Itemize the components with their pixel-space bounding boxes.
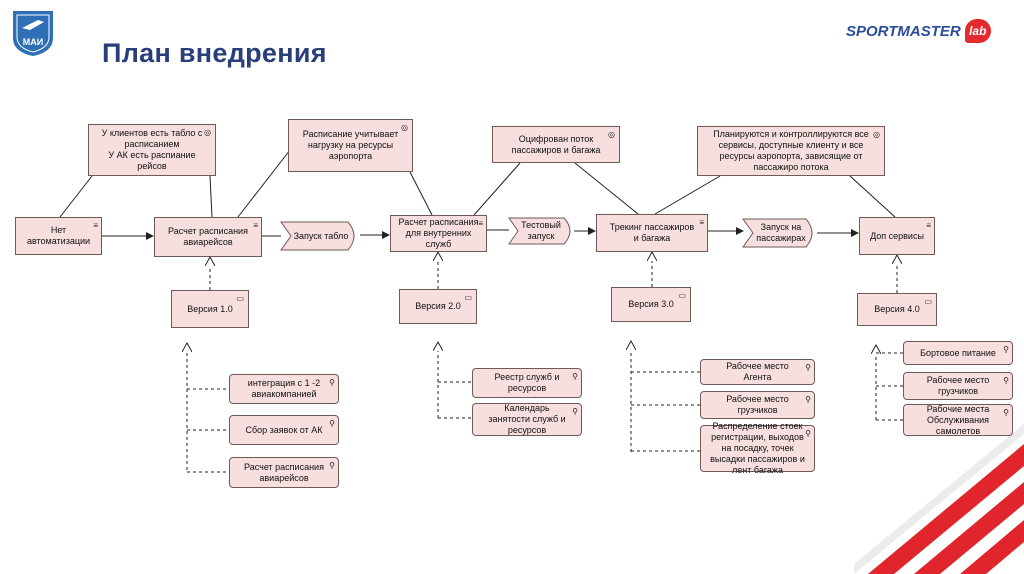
feature-v2-registry: Реестр служб и ресурсов ⚲ (472, 368, 582, 398)
event-shape-2 (508, 217, 571, 245)
deliverable-icon: ▭ (924, 297, 932, 306)
deliverable-icon: ▭ (464, 293, 472, 302)
step-internal-schedule: Расчет расписания для внутренних служб ≡ (390, 215, 487, 252)
step-label: Нет автоматизации (26, 225, 91, 246)
version-3: Версия 3.0 ▭ (611, 287, 691, 322)
feature-label: Расчет расписания авиарейсов (244, 461, 324, 483)
event-shape-3 (742, 218, 813, 248)
version-label: Версия 1.0 (187, 303, 233, 314)
event-label: Тестовый запуск (521, 220, 561, 241)
step-label: Доп сервисы (870, 230, 924, 241)
goal-label: Оцифрован поток пассажиров и багажа (511, 133, 601, 155)
feature-v3-loaders: Рабочее место грузчиков ⚲ (700, 391, 815, 419)
feature-v1-schedule: Расчет расписания авиарейсов ⚲ (229, 457, 339, 488)
feature-label: Рабочее место грузчиков (726, 394, 789, 415)
feature-v1-requests: Сбор заявок от АК ⚲ (229, 415, 339, 445)
service-icon: ⚲ (805, 429, 811, 438)
goal-label: Планируются и контроллируются все сервис… (713, 129, 869, 172)
feature-label: Бортовое питание (920, 347, 996, 358)
goal-customer-board: У клиентов есть табло с расписанием У АК… (88, 124, 216, 176)
decorative-stripes (854, 424, 1024, 574)
service-icon: ⚲ (329, 461, 335, 470)
process-icon: ≡ (926, 221, 931, 230)
service-icon: ⚲ (329, 419, 335, 428)
step-no-automation: Нет автоматизации ≡ (15, 217, 102, 255)
version-label: Версия 3.0 (628, 299, 674, 309)
feature-v1-integration: интеграция с 1 -2 авиакомпанией ⚲ (229, 374, 339, 404)
service-icon: ⚲ (572, 407, 578, 416)
feature-v3-agent: Рабочее место Агента ⚲ (700, 359, 815, 385)
service-icon: ⚲ (805, 395, 811, 404)
feature-label: Распределение стоек регистрации, выходов… (710, 421, 805, 475)
feature-label: Рабочие места Обслуживания самолетов (926, 403, 990, 436)
service-icon: ⚲ (572, 372, 578, 381)
goal-icon: ◎ (401, 123, 408, 132)
event-shape-1 (280, 221, 355, 251)
service-icon: ⚲ (1003, 345, 1009, 354)
version-2: Версия 2.0 ▭ (399, 289, 477, 324)
brand-lab-badge: lab (964, 19, 991, 43)
page-title: План внедрения (102, 38, 327, 68)
goal-icon: ◎ (608, 130, 615, 139)
deliverable-icon: ▭ (236, 294, 244, 303)
step-passenger-tracking: Трекинг пассажиров и багажа ≡ (596, 214, 708, 252)
goal-airport-load: Расписание учитывает нагрузку на ресурсы… (288, 119, 413, 172)
event-label: Запуск табло (293, 230, 349, 241)
process-icon: ≡ (699, 218, 704, 227)
event-test-launch: Тестовый запуск (514, 218, 568, 244)
service-icon: ⚲ (805, 363, 811, 372)
step-label: Расчет расписания для внутренних служб (398, 217, 479, 249)
process-icon: ≡ (478, 219, 483, 228)
feature-label: Рабочее место Агента (726, 361, 789, 382)
goal-planned-services: Планируются и контроллируются все сервис… (697, 126, 885, 176)
deliverable-icon: ▭ (678, 291, 686, 300)
version-label: Версия 4.0 (874, 304, 920, 314)
feature-label: Рабочее место грузчиков (926, 375, 990, 396)
svg-text:МАИ: МАИ (23, 37, 43, 47)
feature-label: Сбор заявок от АК (245, 424, 323, 435)
step-extra-services: Доп сервисы ≡ (859, 217, 935, 255)
feature-v4-aircraft: Рабочие места Обслуживания самолетов ⚲ (903, 404, 1013, 436)
feature-label: Календарь занятости служб и ресурсов (488, 403, 566, 435)
step-label: Трекинг пассажиров и багажа (609, 222, 695, 243)
feature-v4-loaders: Рабочее место грузчиков ⚲ (903, 372, 1013, 400)
feature-v2-calendar: Календарь занятости служб и ресурсов ⚲ (472, 403, 582, 436)
goal-icon: ◎ (204, 128, 211, 137)
mai-logo: МАИ (13, 11, 53, 56)
goal-label: У клиентов есть табло с расписанием У АК… (101, 128, 203, 171)
service-icon: ⚲ (1003, 408, 1009, 417)
process-icon: ≡ (93, 221, 98, 230)
service-icon: ⚲ (1003, 376, 1009, 385)
event-label: Запуск на пассажирах (756, 222, 806, 243)
feature-label: Реестр служб и ресурсов (494, 372, 560, 393)
feature-v4-catering: Бортовое питание ⚲ (903, 341, 1013, 365)
brand-name: SPORTMASTER (846, 22, 961, 40)
goal-label: Расписание учитывает нагрузку на ресурсы… (302, 129, 399, 161)
process-icon: ≡ (253, 221, 258, 230)
goal-icon: ◎ (873, 130, 880, 139)
version-4: Версия 4.0 ▭ (857, 293, 937, 326)
event-launch-board: Запуск табло (288, 222, 354, 250)
goal-digitized-flow: Оцифрован поток пассажиров и багажа ◎ (492, 126, 620, 163)
feature-v3-distribution: Распределение стоек регистрации, выходов… (700, 421, 815, 475)
step-flight-schedule: Расчет расписания авиарейсов ≡ (154, 217, 262, 257)
feature-label: интеграция с 1 -2 авиакомпанией (247, 378, 321, 399)
service-icon: ⚲ (329, 378, 335, 387)
version-1: Версия 1.0 ▭ (171, 290, 249, 328)
event-passenger-launch: Запуск на пассажирах (750, 219, 812, 247)
step-label: Расчет расписания авиарейсов (168, 226, 248, 247)
version-label: Версия 2.0 (415, 301, 461, 311)
sportmaster-logo: SPORTMASTER lab (846, 18, 991, 44)
